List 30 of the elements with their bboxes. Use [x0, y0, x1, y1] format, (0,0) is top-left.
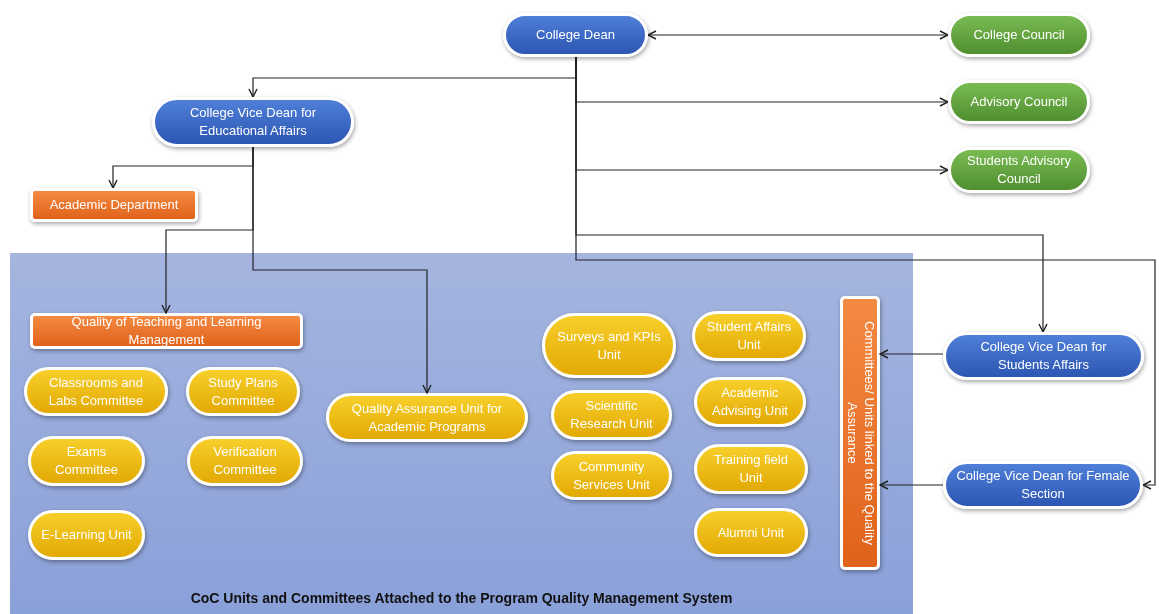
arrow [647, 30, 949, 40]
pill-node: Community Services Unit [551, 451, 672, 500]
process-box: Quality of Teaching and Learning Management [30, 313, 303, 349]
pill-node: Advisory Council [948, 80, 1090, 124]
arrow [879, 480, 944, 490]
pill-node: E-Learning Unit [28, 510, 145, 560]
pill-node: Surveys and KPIs Unit [542, 313, 676, 378]
panel-heading: CoC Units and Committees Attached to the Program Quality Management System [189, 589, 734, 608]
vertical-label: Committees/ Units linked to the Quality Assurance [844, 320, 878, 547]
pill-node: College Council [948, 13, 1090, 57]
pill-node: College Vice Dean for Female Section [943, 461, 1143, 509]
arrow [879, 349, 944, 359]
pill-node: Students Advisory Council [948, 147, 1090, 193]
pill-node: College Vice Dean for Educational Affairs [152, 97, 354, 147]
pill-node: Study Plans Committee [186, 367, 300, 416]
vertical-bar [840, 296, 880, 570]
pill-node: College Vice Dean for Students Affairs [943, 332, 1144, 380]
panel-background [10, 253, 913, 614]
pill-node: Verification Committee [187, 436, 303, 486]
pill-node: Alumni Unit [694, 508, 808, 557]
pill-node: Training field Unit [694, 444, 808, 494]
pill-node: College Dean [503, 13, 648, 57]
process-box: Academic Department [30, 188, 198, 222]
pill-node: Student Affairs Unit [692, 311, 806, 361]
pill-node: Exams Committee [28, 436, 145, 486]
pill-node: Classrooms and Labs Committee [24, 367, 168, 416]
arrow [252, 146, 432, 394]
pill-node: Academic Advising Unit [694, 377, 806, 427]
pill-node: Scientific Research Unit [551, 390, 672, 440]
pill-node: Quality Assurance Unit for Academic Programs [326, 393, 528, 442]
